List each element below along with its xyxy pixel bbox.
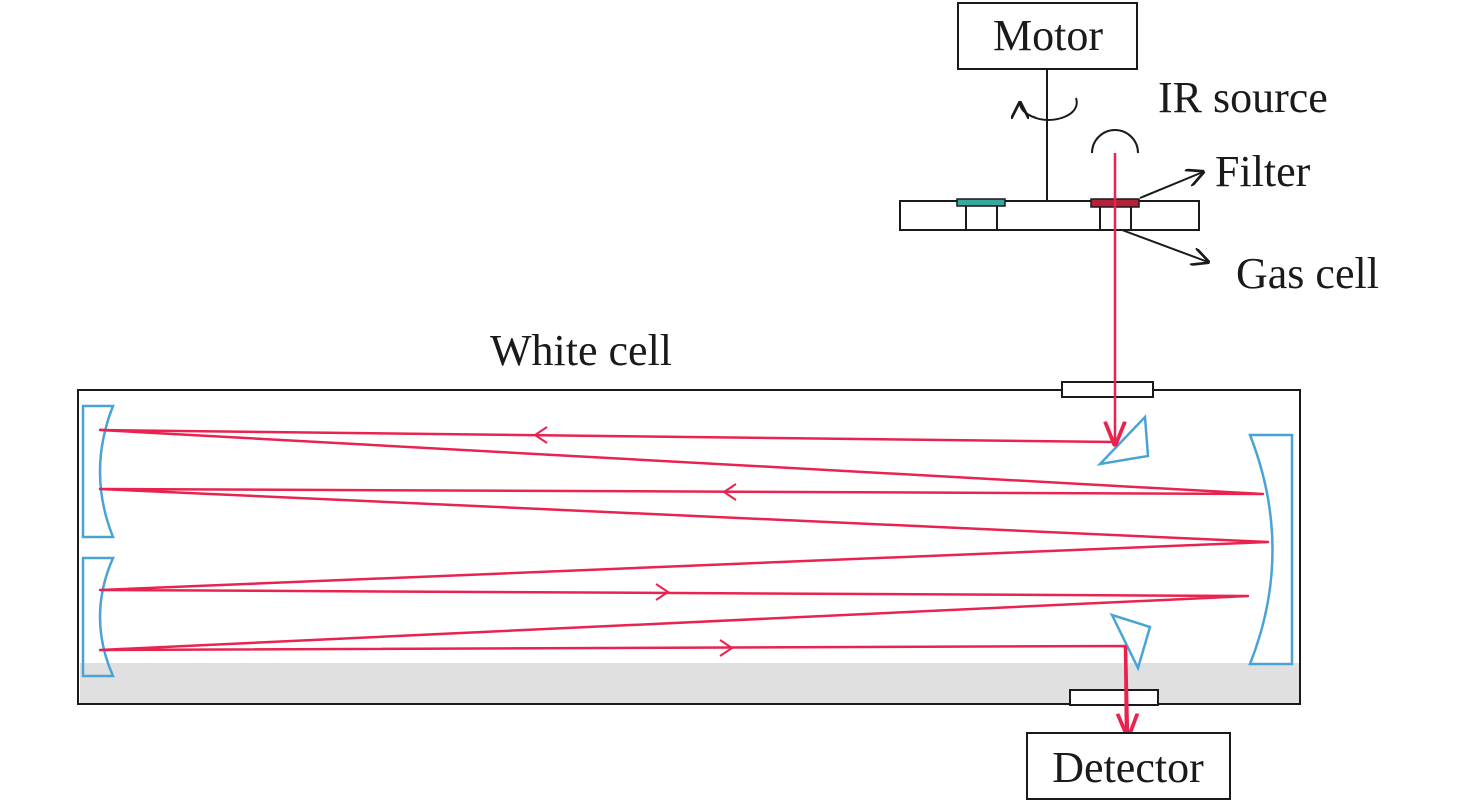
filter-label: Filter [1215, 147, 1311, 196]
ir-source-label: IR source [1158, 73, 1328, 122]
beam-output [1126, 645, 1128, 736]
detector-box [1026, 732, 1231, 800]
beam-direction-arrow-icon [533, 426, 548, 444]
gas-cell-pointer [1121, 229, 1208, 262]
beam-direction-arrow-icon [655, 583, 670, 601]
beam-path [98, 153, 1270, 737]
detector-label: Detector [1052, 743, 1204, 792]
filter-wheel [899, 200, 1200, 231]
rotation-arrow-icon [1020, 97, 1078, 121]
beam-reflections [98, 428, 1270, 737]
filter-pointer [1139, 172, 1203, 199]
gas-cell-label: Gas cell [1236, 249, 1379, 298]
gas-cell-reference [965, 204, 998, 231]
motor-box [957, 2, 1138, 70]
gas-cell-reference-window [956, 198, 1006, 207]
field-mirror [1248, 433, 1294, 666]
white-cell-label: White cell [490, 326, 672, 375]
white-cell-housing [77, 389, 1301, 705]
output-prism [1109, 612, 1152, 672]
objective-mirror-top [81, 404, 115, 539]
input-window [1061, 381, 1154, 398]
input-prism [1096, 414, 1150, 466]
ir-source-lamp-icon [1091, 129, 1139, 154]
output-window [1069, 689, 1159, 706]
objective-mirror-bottom [81, 556, 115, 678]
beam-direction-arrow-icon [719, 639, 734, 657]
motor-label: Motor [993, 11, 1103, 60]
beam-direction-arrow-icon [722, 483, 737, 501]
